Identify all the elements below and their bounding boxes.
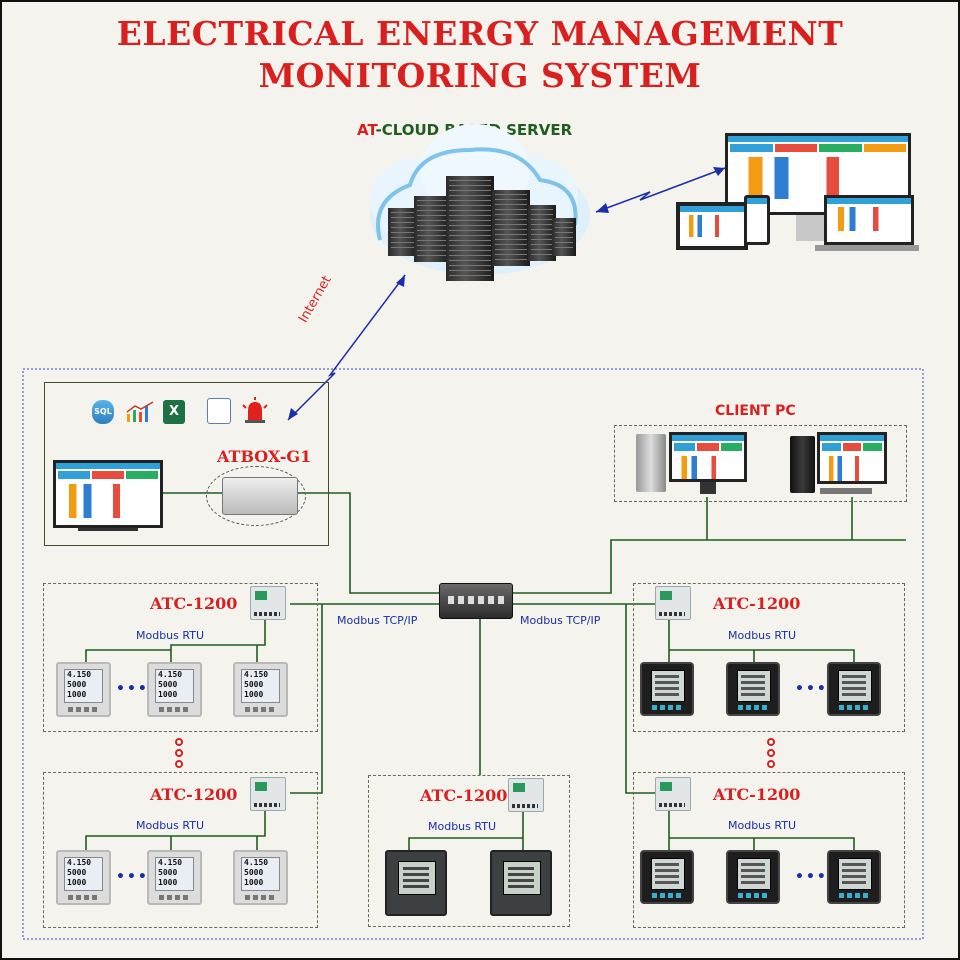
phone-icon [744, 195, 770, 245]
tablet-icon [676, 202, 748, 250]
modbus-tcp-label-right: Modbus TCP/IP [520, 614, 601, 627]
client-monitor-icon [817, 432, 887, 484]
modbus-rtu-label: Modbus RTU [428, 820, 496, 833]
atbox-highlight [206, 466, 306, 526]
title-line-1: ELECTRICAL ENERGY MANAGEMENT [116, 14, 844, 53]
meter-icon [490, 850, 552, 916]
more-groups-indicator-left [175, 738, 185, 771]
group-top-right-label: ATC-1200 [713, 594, 801, 613]
client-pc-box [614, 425, 907, 502]
modbus-rtu-label: Modbus RTU [728, 819, 796, 832]
atbox-device-icon [222, 477, 298, 515]
more-meters-ellipsis: ••• [795, 681, 828, 697]
meter-icon [827, 850, 881, 904]
database-icon: SQL [92, 400, 114, 424]
modbus-rtu-label: Modbus RTU [136, 629, 204, 642]
atbox-monitor-icon [53, 460, 163, 528]
meter-icon [385, 850, 447, 916]
line-chart-icon [126, 401, 154, 422]
modbus-rtu-label: Modbus RTU [728, 629, 796, 642]
group-top-right [633, 583, 905, 732]
network-switch-icon [439, 583, 513, 619]
modbus-rtu-label: Modbus RTU [136, 819, 204, 832]
gateway-icon [250, 586, 286, 620]
alarm-icon [242, 397, 268, 423]
pc-tower-icon [790, 436, 815, 493]
group-bottom-center [368, 775, 570, 927]
more-groups-indicator-right [767, 738, 777, 771]
report-icon [207, 398, 231, 424]
pc-tower-icon [636, 434, 666, 492]
group-top-left-label: ATC-1200 [150, 594, 238, 613]
gateway-icon [250, 777, 286, 811]
group-bottom-right [633, 772, 905, 928]
group-bottom-left-label: ATC-1200 [150, 785, 238, 804]
atbox-label: ATBOX-G1 [217, 447, 312, 466]
cloud-label-prefix: AT [357, 121, 376, 139]
meter-icon [640, 850, 694, 904]
title-line-2: MONITORING SYSTEM [258, 56, 702, 95]
gateway-icon [508, 778, 544, 812]
meter-icon [726, 850, 780, 904]
gateway-icon [655, 777, 691, 811]
gateway-icon [655, 586, 691, 620]
meter-icon [827, 662, 881, 716]
more-meters-ellipsis: ••• [116, 681, 149, 697]
group-bottom-left [43, 772, 318, 928]
excel-icon: X [163, 400, 185, 424]
group-bottom-center-label: ATC-1200 [420, 786, 508, 805]
meter-icon [726, 662, 780, 716]
group-top-left [43, 583, 318, 732]
more-meters-ellipsis: ••• [795, 869, 828, 885]
more-meters-ellipsis: ••• [116, 869, 149, 885]
meter-icon [640, 662, 694, 716]
modbus-tcp-label-left: Modbus TCP/IP [337, 614, 418, 627]
atbox-panel [44, 382, 329, 546]
laptop-icon [824, 195, 914, 245]
client-pc-label: CLIENT PC [715, 403, 796, 419]
group-bottom-right-label: ATC-1200 [713, 785, 801, 804]
client-monitor-icon [669, 432, 747, 482]
